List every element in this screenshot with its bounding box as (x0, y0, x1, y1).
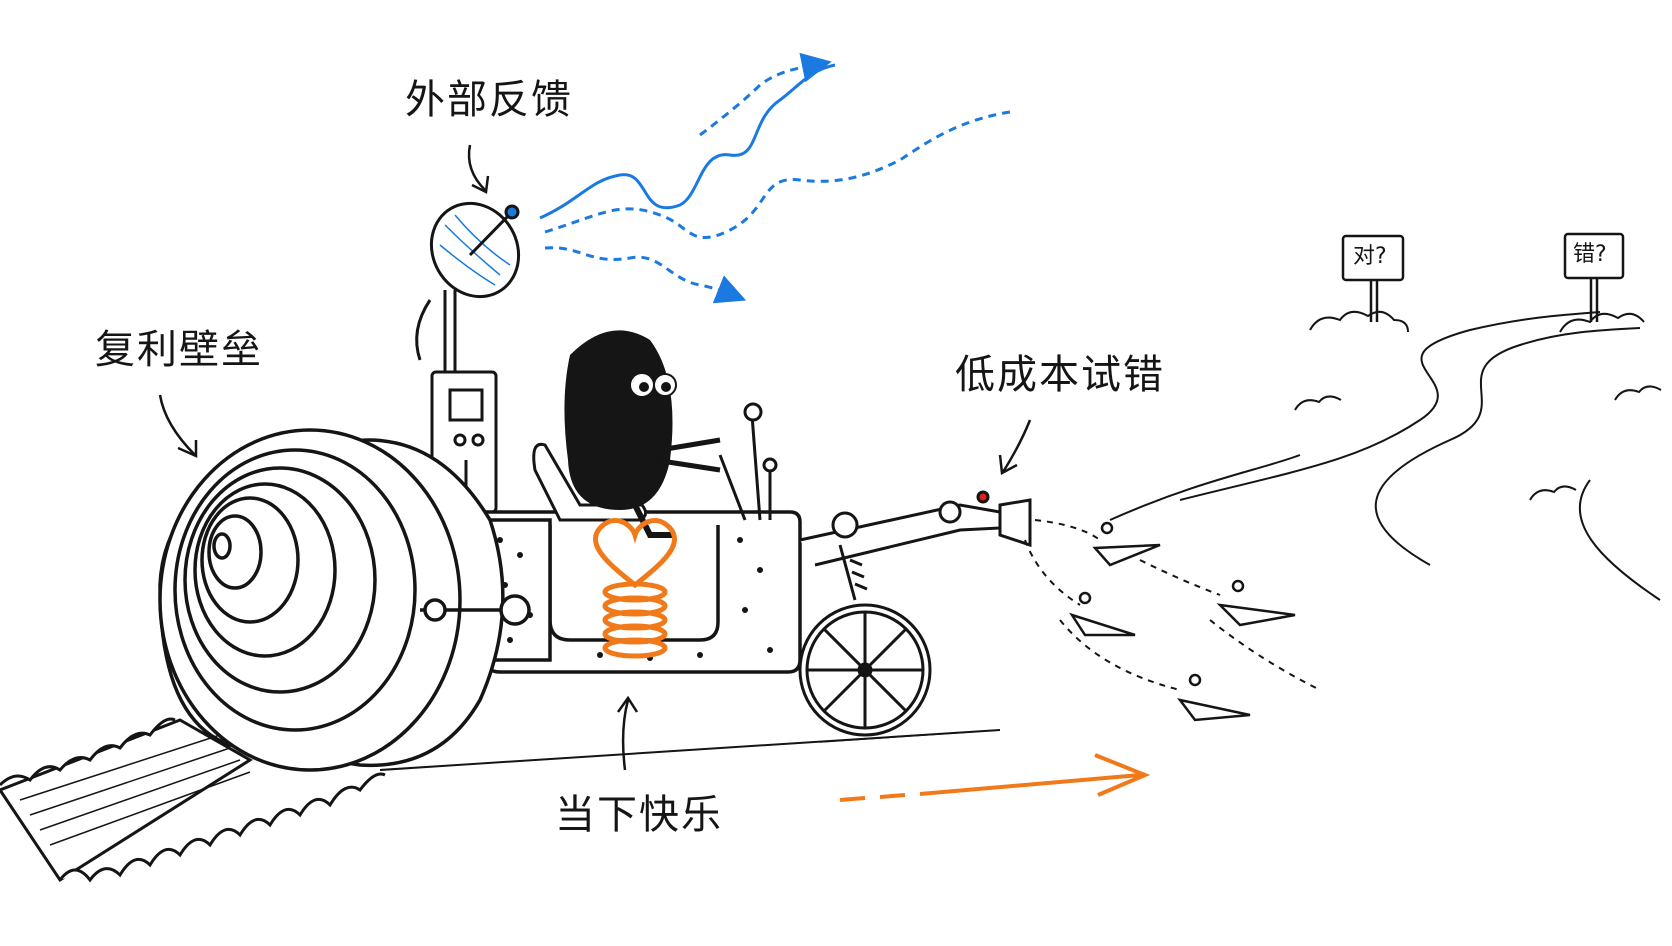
sign-right-text: 对? (1353, 244, 1387, 269)
satellite-dish-icon (415, 201, 521, 380)
clouds (1294, 310, 1662, 501)
annotation-arrows (158, 144, 1032, 771)
control-tower (430, 370, 498, 514)
sign-wrong-post (1563, 232, 1625, 322)
label-present-joy: 当下快乐 (555, 792, 723, 838)
sign-right-post (1341, 234, 1405, 322)
black-blob-character (564, 330, 721, 538)
label-compound-barrier: 复利壁垒 (95, 327, 263, 373)
heart-spring-icon (593, 518, 677, 659)
steering-column (718, 402, 778, 521)
compound-roller (158, 428, 531, 772)
sign-wrong-text: 错? (1573, 242, 1607, 267)
cart-chassis (478, 510, 802, 674)
feedback-waves (539, 52, 1011, 304)
track-fence (0, 717, 386, 883)
front-arm (799, 490, 1032, 601)
front-wheel (798, 603, 932, 737)
paper-planes (1069, 521, 1296, 722)
motion-arrow (839, 753, 1151, 802)
label-low-cost-trial: 低成本试错 (955, 352, 1165, 398)
ground (379, 729, 1001, 771)
trial-paths (1024, 519, 1321, 691)
label-external-feedback: 外部反馈 (405, 77, 573, 123)
winding-road (1109, 311, 1661, 601)
